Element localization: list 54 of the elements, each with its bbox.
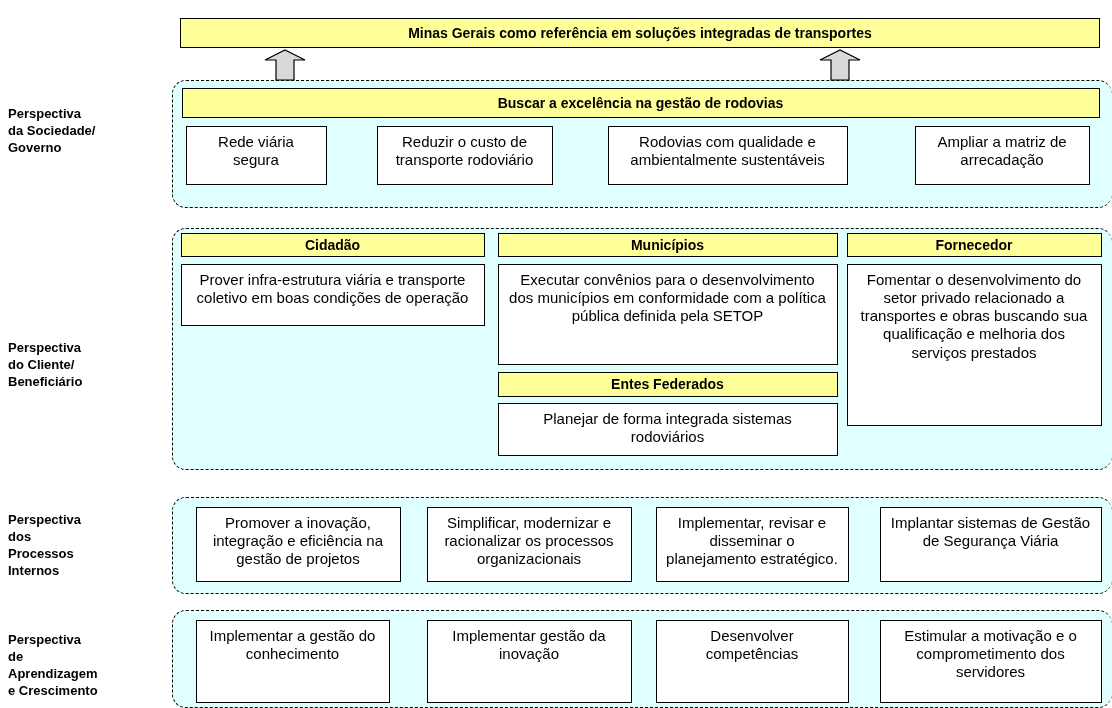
- perspective-label: Perspectiva do Cliente/ Beneficiário: [8, 340, 84, 391]
- perspective-label: Perspectiva dos Processos Internos: [8, 512, 82, 580]
- objective-text: Reduzir o custo de transporte rodoviário: [394, 132, 535, 170]
- objective-box: [376, 125, 553, 185]
- objective-box: [497, 402, 838, 456]
- objective-box: [497, 263, 838, 365]
- objective-text: Rede viária segura: [217, 132, 295, 170]
- block-arrow: [819, 49, 861, 81]
- objective-text: Promover a inovação, integração e eficiência na gestão de projetos: [211, 513, 385, 569]
- heading-text: Entes Federados: [611, 376, 724, 392]
- heading-bar: [181, 87, 1100, 118]
- objective-box: [195, 619, 390, 703]
- objective-text: Rodovias com qualidade e ambientalmente sustentáveis: [629, 132, 826, 170]
- objective-text: Ampliar a matriz de arrecadação: [936, 132, 1068, 170]
- objective-box: [655, 619, 849, 703]
- objective-box: [914, 125, 1090, 185]
- heading-text: Buscar a excelência na gestão de rodovias: [497, 94, 784, 111]
- objective-box: [655, 506, 849, 582]
- objective-text: Implementar, revisar e disseminar o planejamento estratégico.: [665, 513, 839, 569]
- objective-text: Implementar a gestão do conhecimento: [208, 626, 377, 664]
- perspective-band: [172, 228, 1112, 470]
- objective-text: Fomentar o desenvolvimento do setor privado relacionado a transportes e obras buscando sua qualificação e melhoria dos serviços prestados: [859, 270, 1089, 362]
- perspective-label: Perspectiva da Sociedade/ Governo: [8, 106, 97, 157]
- objective-text: Estimular a motivação e o comprometimento dos servidores: [903, 626, 1078, 682]
- objective-box: [879, 619, 1102, 703]
- objective-text: Prover infra-estrutura viária e transporte coletivo em boas condições de operação: [195, 270, 470, 308]
- perspective-band: [172, 610, 1112, 708]
- objective-text: Planejar de forma integrada sistemas rodoviários: [542, 409, 793, 447]
- heading-text: Cidadão: [304, 236, 361, 253]
- heading-text: Municípios: [630, 236, 705, 253]
- heading-bar: [497, 232, 838, 257]
- goal-box: [180, 18, 1100, 48]
- objective-box: [180, 263, 485, 326]
- objective-text: Implementar gestão da inovação: [451, 626, 607, 664]
- heading-text: Fornecedor: [935, 236, 1013, 253]
- heading-bar: [846, 232, 1102, 257]
- perspective-band: [172, 80, 1112, 208]
- perspective-band: [172, 497, 1112, 594]
- block-arrow: [264, 49, 306, 81]
- heading-bar: [497, 371, 838, 397]
- objective-box: [426, 619, 632, 703]
- objective-box: [846, 263, 1102, 426]
- heading-text: Minas Gerais como referência em soluções integradas de transportes: [408, 25, 872, 41]
- heading-bar: [180, 232, 485, 257]
- objective-text: Implantar sistemas de Gestão de Segurança Viária: [889, 513, 1092, 551]
- objective-text: Desenvolver competências: [704, 626, 800, 664]
- objective-box: [607, 125, 848, 185]
- objective-box: [185, 125, 327, 185]
- objective-box: [195, 506, 401, 582]
- objective-box: [426, 506, 632, 582]
- perspective-label: Perspectiva de Aprendizagem e Crescimento: [8, 632, 98, 700]
- objective-text: Simplificar, modernizar e racionalizar os processos organizacionais: [443, 513, 615, 569]
- objective-text: Executar convênios para o desenvolvimento dos municípios em conformidade com a política pública definida pela SETOP: [508, 270, 827, 326]
- objective-box: [879, 506, 1102, 582]
